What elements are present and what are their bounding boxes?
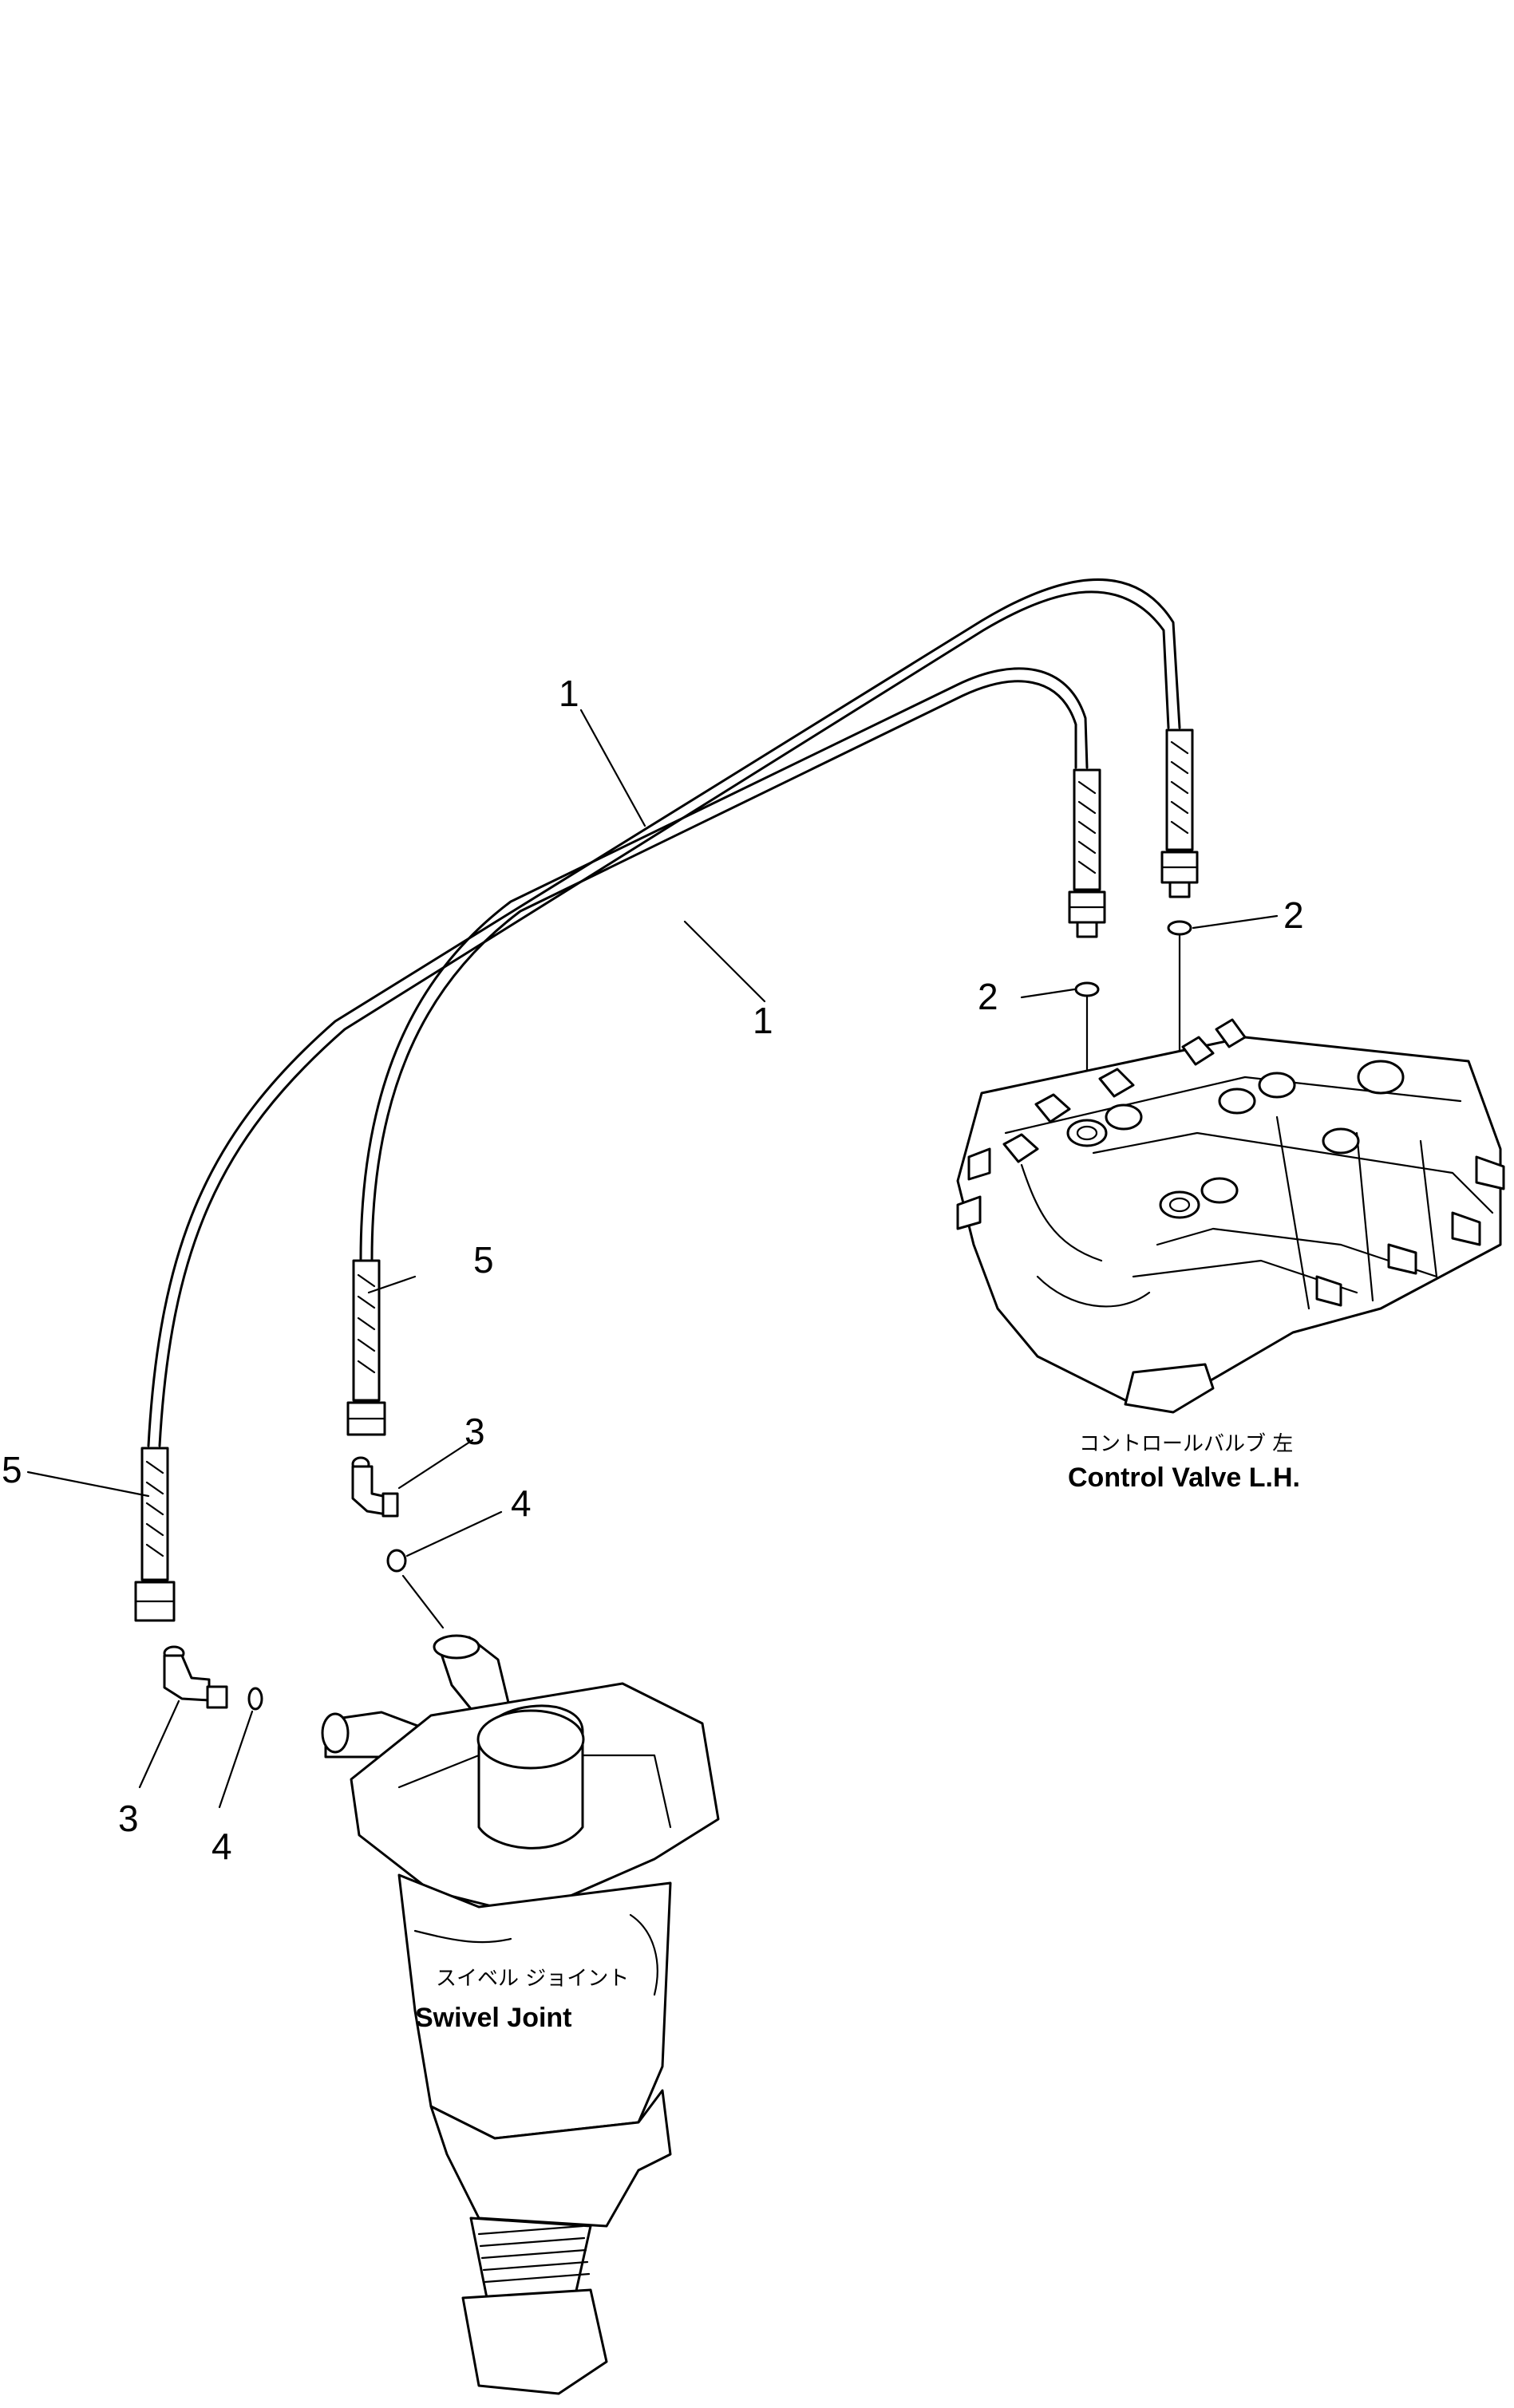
hose-fitting-left <box>1068 768 1106 938</box>
callout-4-low: 4 <box>211 1826 232 1867</box>
hose-adapter-mid <box>346 1259 386 1436</box>
oring-right <box>1167 920 1192 936</box>
callout-3-left: 3 <box>118 1798 139 1839</box>
leader-lines <box>26 709 1279 1809</box>
valve-spools <box>956 1018 1505 1414</box>
callout-5-mid: 5 <box>473 1239 494 1281</box>
callout-4-mid: 4 <box>511 1482 532 1524</box>
control-valve-lh <box>956 1018 1505 1414</box>
valve-ports <box>1066 1060 1405 1219</box>
hose-lower <box>359 667 1089 1261</box>
oring-low <box>247 1687 263 1711</box>
alignment-line-swivel <box>401 1574 445 1629</box>
callout-3-mid: 3 <box>464 1411 485 1452</box>
oring-left <box>1074 981 1100 997</box>
callout-2-right: 2 <box>1283 894 1304 936</box>
swivel-joint-label-jp: スイベル ジョイント <box>436 1967 629 1991</box>
swivel-joint <box>321 1634 720 2395</box>
callout-1-upper: 1 <box>559 673 579 714</box>
callout-2-left: 2 <box>978 976 998 1017</box>
callout-5-left: 5 <box>2 1449 22 1490</box>
control-valve-label: Control Valve L.H. <box>1068 1463 1300 1493</box>
hose-fitting-right <box>1160 728 1199 898</box>
control-valve-label-jp: コントロールバルブ 左 <box>1079 1432 1293 1456</box>
hose-adapter-left <box>134 1447 176 1622</box>
callout-1-lower: 1 <box>753 1000 773 1041</box>
swivel-joint-label: Swivel Joint <box>415 2003 572 2033</box>
elbow-mid <box>351 1456 399 1518</box>
oring-mid <box>386 1549 407 1573</box>
elbow-left <box>163 1645 228 1709</box>
hose-upper <box>147 578 1181 1447</box>
